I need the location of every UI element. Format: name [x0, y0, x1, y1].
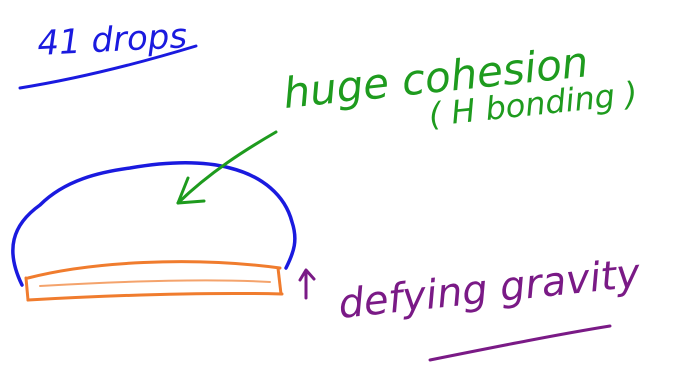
gravity-underline — [428, 324, 612, 362]
surface-bottom-edge — [26, 291, 284, 302]
drops-label: 41 drops — [36, 16, 188, 64]
gravity-arrow — [298, 268, 316, 300]
surface-left-edge — [24, 276, 30, 302]
surface-top-edge — [26, 260, 282, 280]
surface-right-edge — [276, 266, 283, 296]
surface-inner-line — [39, 279, 271, 287]
cohesion-arrow-shaft — [176, 130, 278, 205]
drops-underline — [18, 44, 198, 90]
water-drop-outline — [11, 160, 297, 287]
cohesion-arrow-head — [176, 176, 206, 205]
gravity-label: defying gravity — [336, 250, 643, 328]
